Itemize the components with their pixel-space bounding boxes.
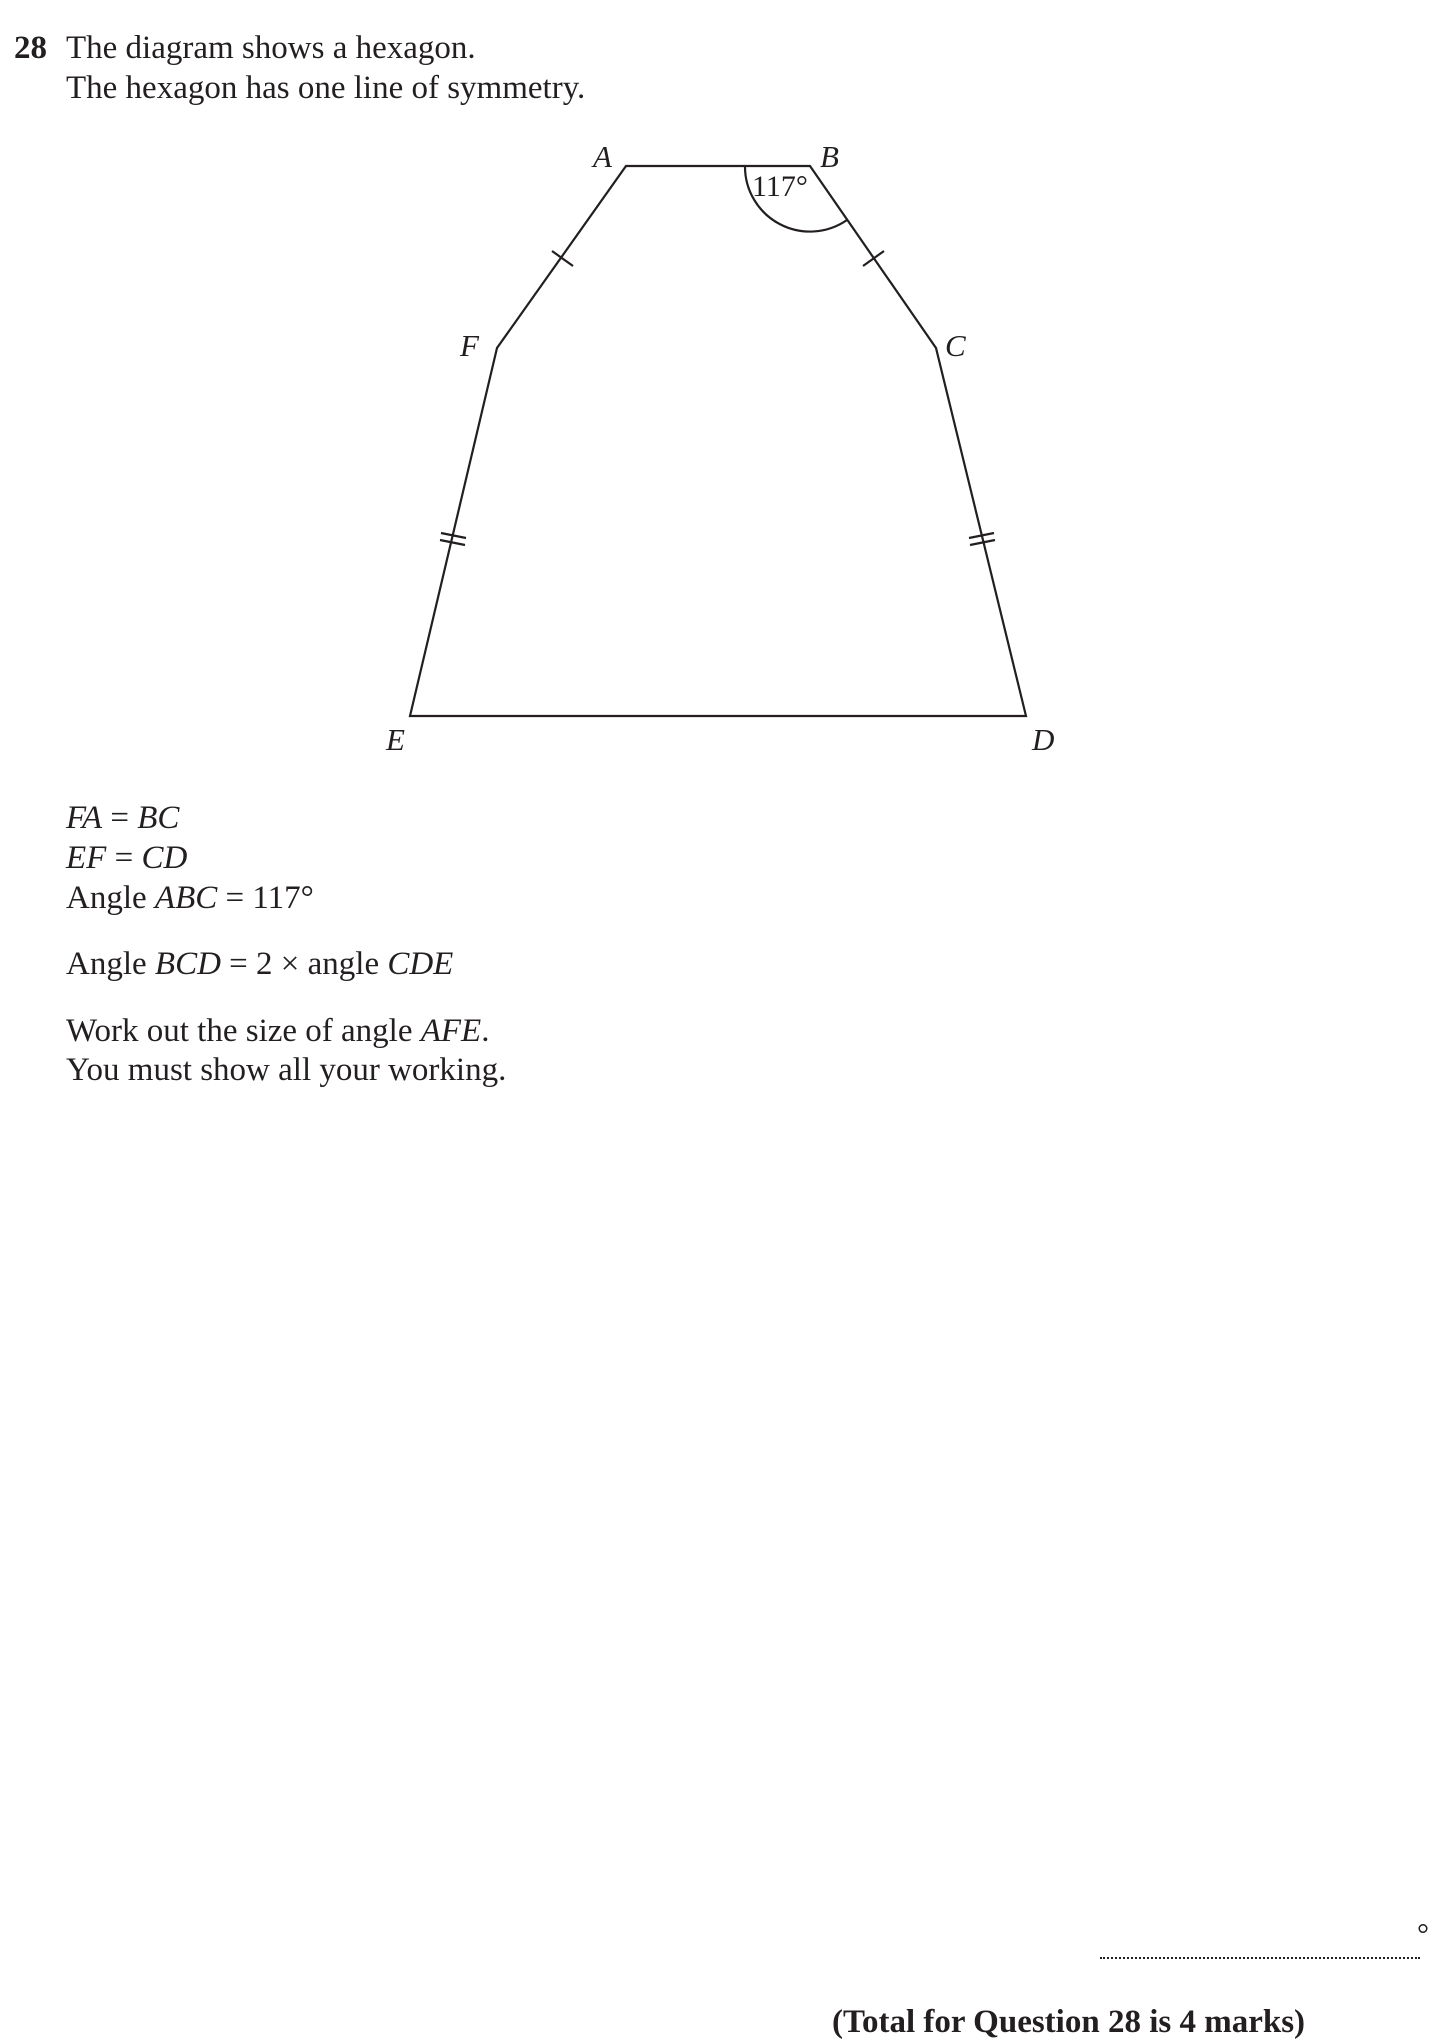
question-intro-line-1: The diagram shows a hexagon. [66, 30, 476, 66]
vertex-label-a: A [591, 139, 613, 174]
given-angle-abc: Angle ABC = 117° [66, 880, 314, 916]
total-marks: (Total for Question 28 is 4 marks) [832, 2004, 1306, 2040]
vertex-label-b: B [820, 139, 839, 174]
angle-label-abc: 117° [752, 170, 808, 203]
double-tick-ef-2 [439, 538, 466, 547]
tick-mark-fa [551, 250, 574, 267]
double-tick-ef-1 [440, 531, 467, 540]
vertex-label-e: E [385, 722, 405, 757]
vertex-label-f: F [459, 328, 480, 363]
answer-degree-symbol: ° [1417, 1918, 1429, 1951]
tick-mark-bc [862, 250, 885, 267]
task-line-1: Work out the size of angle AFE. [66, 1013, 490, 1049]
answer-line[interactable] [1100, 1957, 1420, 1959]
given-fa-equals-bc: FA = BC [66, 800, 180, 836]
double-tick-cd-2 [969, 538, 996, 547]
angle-arc-b [743, 165, 848, 233]
question-number: 28 [14, 30, 47, 66]
double-tick-cd-1 [968, 531, 995, 540]
question-intro-line-2: The hexagon has one line of symmetry. [66, 70, 586, 106]
task-line-2: You must show all your working. [66, 1052, 507, 1088]
vertex-label-c: C [945, 328, 966, 363]
hexagon-outline [408, 164, 1028, 718]
hexagon-diagram: A B C D E F 117° [385, 139, 1054, 757]
given-angle-bcd: Angle BCD = 2 × angle CDE [66, 946, 454, 982]
given-ef-equals-cd: EF = CD [66, 840, 188, 876]
vertex-label-d: D [1031, 722, 1054, 757]
